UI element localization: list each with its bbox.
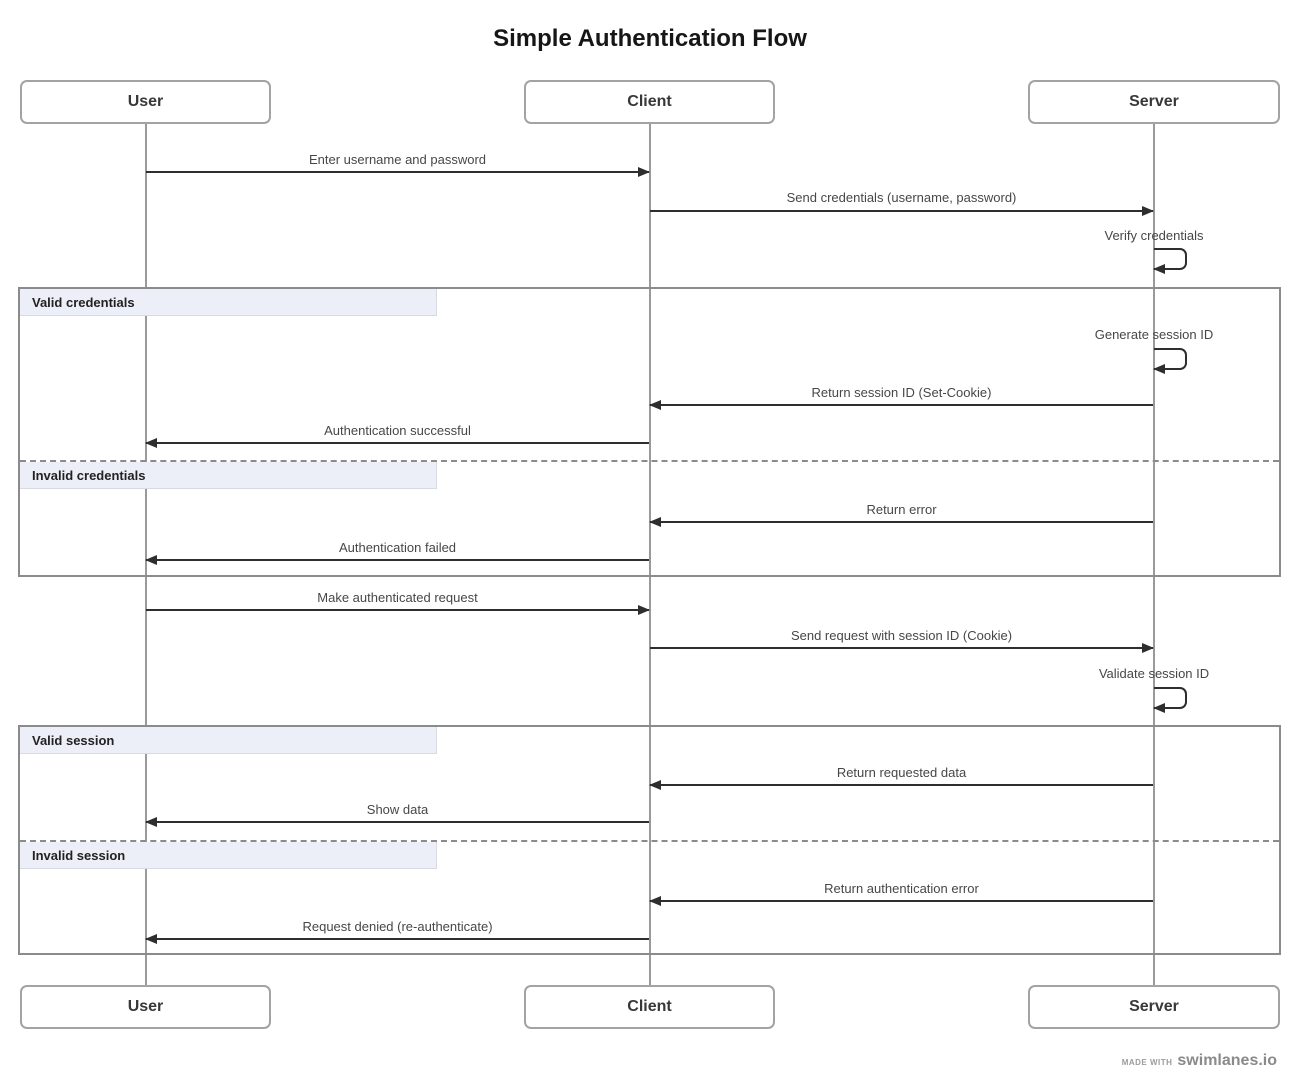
self-message-loop xyxy=(1153,348,1187,374)
section-label-valid-session: Valid session xyxy=(20,727,437,754)
arrowhead-icon xyxy=(649,517,661,527)
footer: MADE WITH swimlanes.io xyxy=(1122,1052,1277,1070)
actor-server-top: Server xyxy=(1028,80,1280,124)
message-arrow xyxy=(145,934,649,944)
message-arrow xyxy=(145,817,649,827)
message-arrow xyxy=(649,780,1153,790)
arrowhead-icon xyxy=(638,167,650,177)
actor-label: Client xyxy=(627,998,672,1015)
made-with-label: MADE WITH xyxy=(1121,1058,1173,1067)
arrowhead-icon xyxy=(145,934,157,944)
actor-label: Client xyxy=(627,93,672,110)
message-arrow xyxy=(146,167,650,177)
actor-server-bottom: Server xyxy=(1028,985,1280,1029)
section-label-invalid-credentials: Invalid credentials xyxy=(20,462,437,489)
actor-client-bottom: Client xyxy=(524,985,775,1029)
section-label-invalid-session: Invalid session xyxy=(20,842,437,869)
actor-user-bottom: User xyxy=(20,985,271,1029)
arrowhead-icon xyxy=(638,605,650,615)
message-label: Send request with session ID (Cookie) xyxy=(790,628,1013,643)
diagram-title: Simple Authentication Flow xyxy=(493,25,807,52)
message-label: Authentication failed xyxy=(338,540,457,555)
message-label: Verify credentials xyxy=(1104,228,1204,243)
message-label: Return error xyxy=(866,502,937,517)
message-arrow xyxy=(145,555,649,565)
message-label: Make authenticated request xyxy=(317,590,478,605)
message-label: Enter username and password xyxy=(308,152,487,167)
arrowhead-icon xyxy=(1142,643,1154,653)
actor-label: Server xyxy=(1129,998,1179,1015)
arrowhead-icon xyxy=(649,780,661,790)
actor-user-top: User xyxy=(20,80,271,124)
message-label: Validate session ID xyxy=(1098,666,1210,681)
message-label: Return requested data xyxy=(836,765,967,780)
message-label: Request denied (re-authenticate) xyxy=(302,919,493,934)
block-divider xyxy=(20,840,1279,842)
self-message-loop xyxy=(1153,248,1187,274)
actor-label: Server xyxy=(1129,93,1179,110)
arrowhead-icon xyxy=(1153,703,1165,713)
lifeline-server xyxy=(1152,124,1155,985)
swimlanes-brand-link[interactable]: swimlanes.io xyxy=(1177,1052,1277,1069)
actor-label: User xyxy=(127,93,164,110)
block-divider xyxy=(20,460,1279,462)
message-arrow xyxy=(649,896,1153,906)
message-arrow xyxy=(146,605,650,615)
message-label: Show data xyxy=(366,802,429,817)
lifeline-user xyxy=(144,124,147,985)
arrowhead-icon xyxy=(1153,364,1165,374)
arrowhead-icon xyxy=(1142,206,1154,216)
message-label: Generate session ID xyxy=(1094,327,1214,342)
arrowhead-icon xyxy=(649,400,661,410)
message-arrow xyxy=(649,400,1153,410)
message-arrow xyxy=(650,643,1154,653)
arrowhead-icon xyxy=(145,817,157,827)
actor-label: User xyxy=(127,998,164,1015)
arrowhead-icon xyxy=(145,438,157,448)
arrowhead-icon xyxy=(1153,264,1165,274)
arrowhead-icon xyxy=(649,896,661,906)
alt-block-session: Valid session Invalid session xyxy=(18,725,1281,955)
self-message-loop xyxy=(1153,687,1187,713)
actor-client-top: Client xyxy=(524,80,775,124)
lifeline-client xyxy=(648,124,651,985)
message-label: Authentication successful xyxy=(324,423,471,438)
alt-block-credentials: Valid credentials Invalid credentials xyxy=(18,287,1281,577)
message-arrow xyxy=(650,206,1154,216)
message-arrow xyxy=(649,517,1153,527)
message-label: Send credentials (username, password) xyxy=(786,190,1017,205)
message-label: Return authentication error xyxy=(824,881,979,896)
arrowhead-icon xyxy=(145,555,157,565)
message-label: Return session ID (Set-Cookie) xyxy=(811,385,992,400)
section-label-valid-credentials: Valid credentials xyxy=(20,289,437,316)
message-arrow xyxy=(145,438,649,448)
